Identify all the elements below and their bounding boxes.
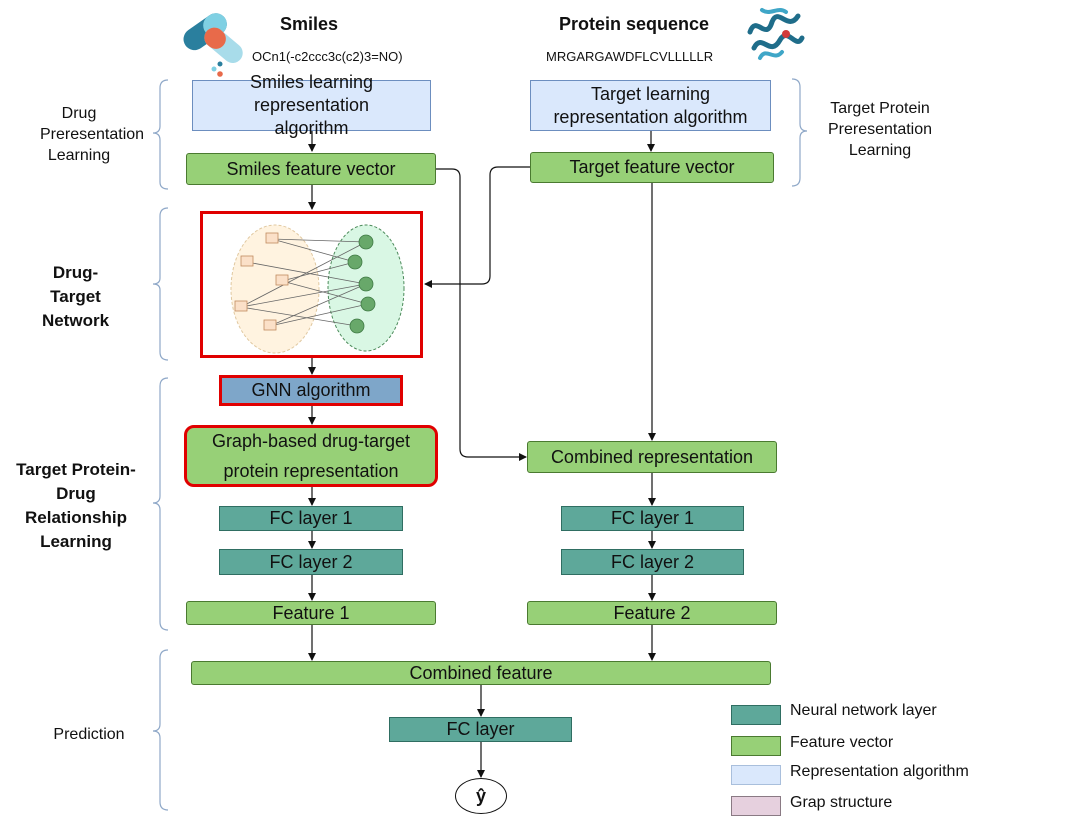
combined-feature-box: Combined feature bbox=[191, 661, 771, 685]
output-node: ŷ bbox=[455, 778, 507, 814]
target-representation-label: Target Protein Preresentation Learning bbox=[827, 100, 933, 159]
legend-swatch-nn bbox=[731, 705, 781, 725]
graph-representation-box: Graph-based drug-target protein represen… bbox=[184, 425, 438, 487]
smiles-algorithm-box: Smiles learning representation algorithm bbox=[192, 72, 431, 138]
smiles-feature-vector-box: Smiles feature vector bbox=[186, 153, 436, 185]
pills-icon bbox=[180, 2, 250, 78]
gnn-algorithm-box: GNN algorithm bbox=[219, 375, 403, 406]
fc-layer-1-right: FC layer 1 bbox=[561, 506, 744, 531]
fc-layer-1-left: FC layer 1 bbox=[219, 506, 403, 531]
legend-label-feature: Feature vector bbox=[790, 734, 894, 751]
legend-swatch-feature bbox=[731, 736, 781, 756]
fc-layer-2-right: FC layer 2 bbox=[561, 549, 744, 575]
protein-title: Protein sequence bbox=[559, 14, 710, 34]
relationship-label: Target Protein-Drug Relationship Learnin… bbox=[16, 460, 136, 551]
legend-label-nn: Neural network layer bbox=[790, 702, 937, 719]
protein-structure-icon bbox=[742, 2, 808, 66]
target-algorithm-box: Target learning representation algorithm bbox=[530, 80, 771, 131]
legend-label-graph: Grap structure bbox=[790, 794, 893, 811]
prediction-label: Prediction bbox=[53, 726, 125, 743]
network-label: Drug-Target Network bbox=[41, 263, 110, 330]
feature-1-box: Feature 1 bbox=[186, 601, 436, 625]
feature-2-box: Feature 2 bbox=[527, 601, 777, 625]
legend-swatch-graph bbox=[731, 796, 781, 816]
fc-layer-box: FC layer bbox=[389, 717, 572, 742]
smiles-title: Smiles bbox=[280, 14, 339, 34]
fc-layer-2-left: FC layer 2 bbox=[219, 549, 403, 575]
drug-representation-label: Drug Preresentation Learning bbox=[40, 105, 145, 164]
target-feature-vector-box: Target feature vector bbox=[530, 152, 774, 183]
drug-target-network-graph bbox=[200, 211, 423, 358]
protein-string: MRGARGAWDFLCVLLLLLR bbox=[546, 49, 714, 64]
legend-label-algorithm: Representation algorithm bbox=[790, 763, 969, 780]
smiles-string: OCn1(-c2ccc3c(c2)3=NO) bbox=[252, 49, 403, 64]
legend-swatch-algorithm bbox=[731, 765, 781, 785]
combined-representation-box: Combined representation bbox=[527, 441, 777, 473]
